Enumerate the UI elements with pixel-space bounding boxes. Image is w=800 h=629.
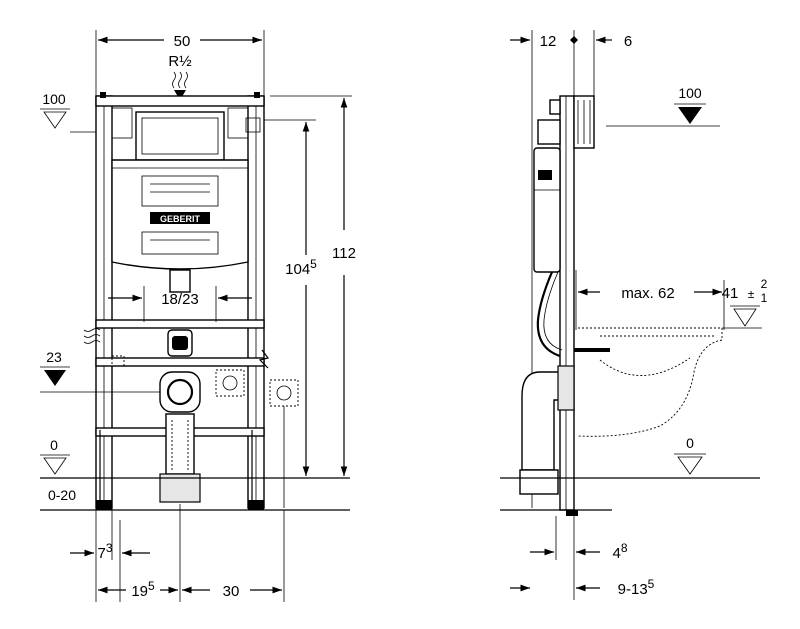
label-height-total: 112 <box>332 245 356 262</box>
front-view: 50 R½ 100 <box>40 30 356 602</box>
level-triangle-open-icon <box>677 456 703 475</box>
label-tolerance-sign: ± <box>748 287 755 301</box>
drain-pipe <box>165 413 195 475</box>
dimension-bottom-front: 73 195 30 <box>70 504 285 602</box>
arrow-down-icon <box>174 90 186 100</box>
label-height-inner: 1045 <box>285 257 317 278</box>
label-level-0-front: 0 <box>50 437 58 453</box>
label-bottom-b: 195 <box>131 579 155 600</box>
label-level-100-front: 100 <box>42 91 66 107</box>
flush-pipe <box>536 271 561 358</box>
level-marker-0-front: 0 0-20 <box>40 437 350 511</box>
flush-actuator-plate <box>135 111 225 161</box>
label-level-0-side: 0 <box>686 435 694 451</box>
cistern-side <box>533 147 561 273</box>
frame-crossbar-low <box>95 357 265 367</box>
dimension-height-total: 112 <box>270 95 356 476</box>
frame-side <box>519 95 610 516</box>
dimension-seat-height: 41 ± 2 1 <box>722 277 768 329</box>
label-projection: max. 62 <box>621 285 674 302</box>
frame-crossbar-mid <box>95 319 265 329</box>
label-side-top-left: 12 <box>540 33 557 50</box>
dimension-bowl-width: 18/23 <box>108 286 252 322</box>
level-triangle-open-icon <box>43 111 67 129</box>
electrical-icon <box>258 349 270 369</box>
frame-top-bar <box>95 95 265 107</box>
dimension-projection: max. 62 <box>575 270 725 330</box>
label-bowl-width: 18/23 <box>161 291 199 308</box>
cistern: GEBERIT <box>111 111 249 293</box>
dimension-width-top: 50 <box>95 30 265 95</box>
drain-outlet <box>159 473 201 503</box>
water-wave-icon <box>172 71 176 89</box>
level-marker-0-side: 0 <box>500 435 760 511</box>
drain-outlet-side <box>519 469 559 495</box>
label-side-top-right: 6 <box>624 33 632 50</box>
water-symbol-icon <box>83 328 101 332</box>
level-triangle-filled-icon <box>678 107 702 124</box>
level-triangle-open-icon <box>43 457 67 475</box>
label-brand: GEBERIT <box>160 214 201 224</box>
label-tolerance-plus: 2 <box>761 277 768 291</box>
level-marker-100-front: 100 <box>40 91 96 133</box>
label-level-range: 0-20 <box>48 487 76 503</box>
label-seat-height: 41 <box>722 285 739 302</box>
level-triangle-open-icon <box>733 308 757 327</box>
label-side-bottom-b: 9-135 <box>618 577 655 598</box>
toilet-outline <box>577 327 723 437</box>
brand-badge <box>150 212 210 224</box>
electrical-box <box>215 349 299 508</box>
level-triangle-filled-icon <box>44 370 66 386</box>
level-marker-100-side: 100 <box>606 85 720 127</box>
frame-post-side <box>559 95 575 511</box>
label-level-100-side: 100 <box>678 85 702 101</box>
dimension-height-inner: 1045 <box>264 119 317 476</box>
drain-bend <box>159 371 201 413</box>
frame-foot-left <box>96 500 112 510</box>
side-view: 12 6 <box>500 30 768 600</box>
pan-connector <box>159 329 201 503</box>
level-marker-23: 23 <box>40 349 160 393</box>
label-bottom-c: 30 <box>223 583 240 600</box>
frame-foot-right <box>248 500 264 510</box>
label-bottom-a: 73 <box>97 541 112 562</box>
label-width-top: 50 <box>174 33 191 50</box>
label-side-bottom-a: 48 <box>612 541 627 562</box>
dimension-bottom-side: 48 9-135 <box>510 516 655 600</box>
label-tolerance-minus: 1 <box>761 291 768 305</box>
label-inlet: R½ <box>168 53 192 70</box>
label-level-23: 23 <box>46 349 62 365</box>
